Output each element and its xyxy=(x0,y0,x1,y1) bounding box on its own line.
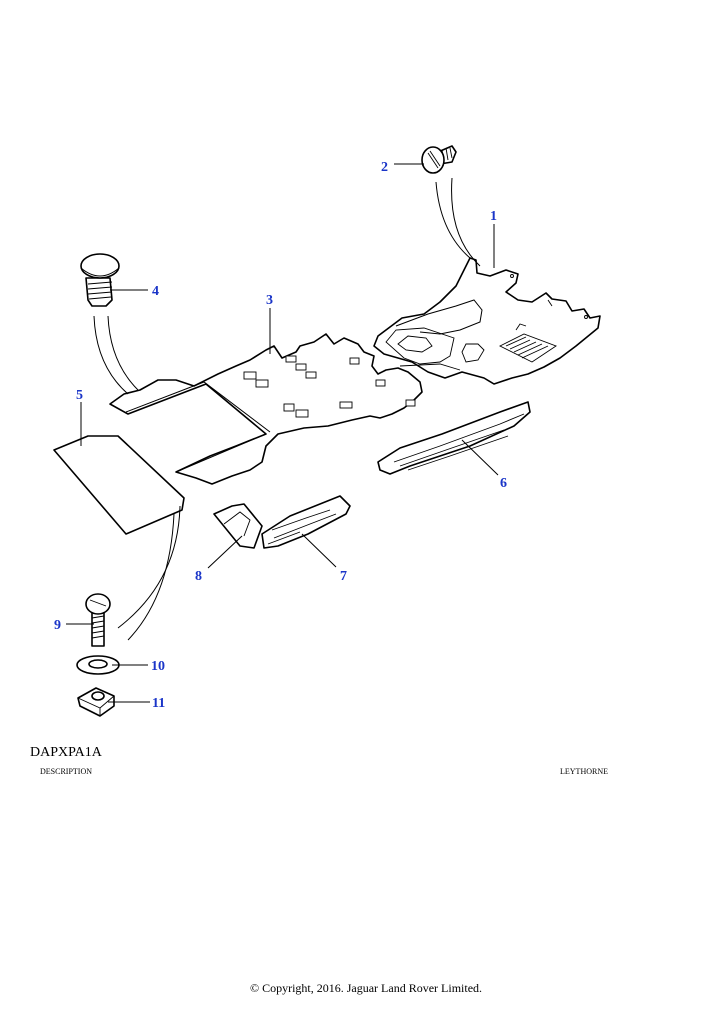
callout-1: 1 xyxy=(490,209,497,224)
fastener-lines xyxy=(93,177,481,641)
callout-5: 5 xyxy=(76,388,83,403)
sill-trim-part xyxy=(377,401,531,475)
callout-6: 6 xyxy=(500,476,507,491)
washer-part xyxy=(76,655,120,675)
end-cap-part xyxy=(213,503,263,549)
front-carpet-part xyxy=(373,257,601,385)
callout-11: 11 xyxy=(152,696,165,711)
description-label: DESCRIPTION xyxy=(40,767,93,776)
copyright-notice: © Copyright, 2016. Jaguar Land Rover Lim… xyxy=(249,981,483,995)
callout-4: 4 xyxy=(152,284,159,299)
callout-10: 10 xyxy=(151,659,165,674)
side-trim-part xyxy=(261,495,351,549)
callout-3: 3 xyxy=(266,293,273,308)
callout-8: 8 xyxy=(195,569,202,584)
location-label: LEYTHORNE xyxy=(560,767,608,776)
heel-pad xyxy=(498,333,557,363)
screw-part xyxy=(85,593,111,647)
push-clip-part xyxy=(421,145,457,174)
callout-labels: 1 2 3 4 5 6 7 8 9 10 11 xyxy=(54,160,507,711)
callout-7: 7 xyxy=(340,569,347,584)
leader-lines xyxy=(66,163,499,703)
mat-part xyxy=(53,435,185,535)
diagram-reference-code: DAPXPA1A xyxy=(30,745,102,760)
stud-cap-part xyxy=(80,253,120,307)
callout-2: 2 xyxy=(381,160,388,175)
carpet-clip-slots xyxy=(243,355,416,418)
callout-9: 9 xyxy=(54,618,61,633)
rear-carpet-part xyxy=(109,333,423,485)
nut-part xyxy=(77,687,115,717)
